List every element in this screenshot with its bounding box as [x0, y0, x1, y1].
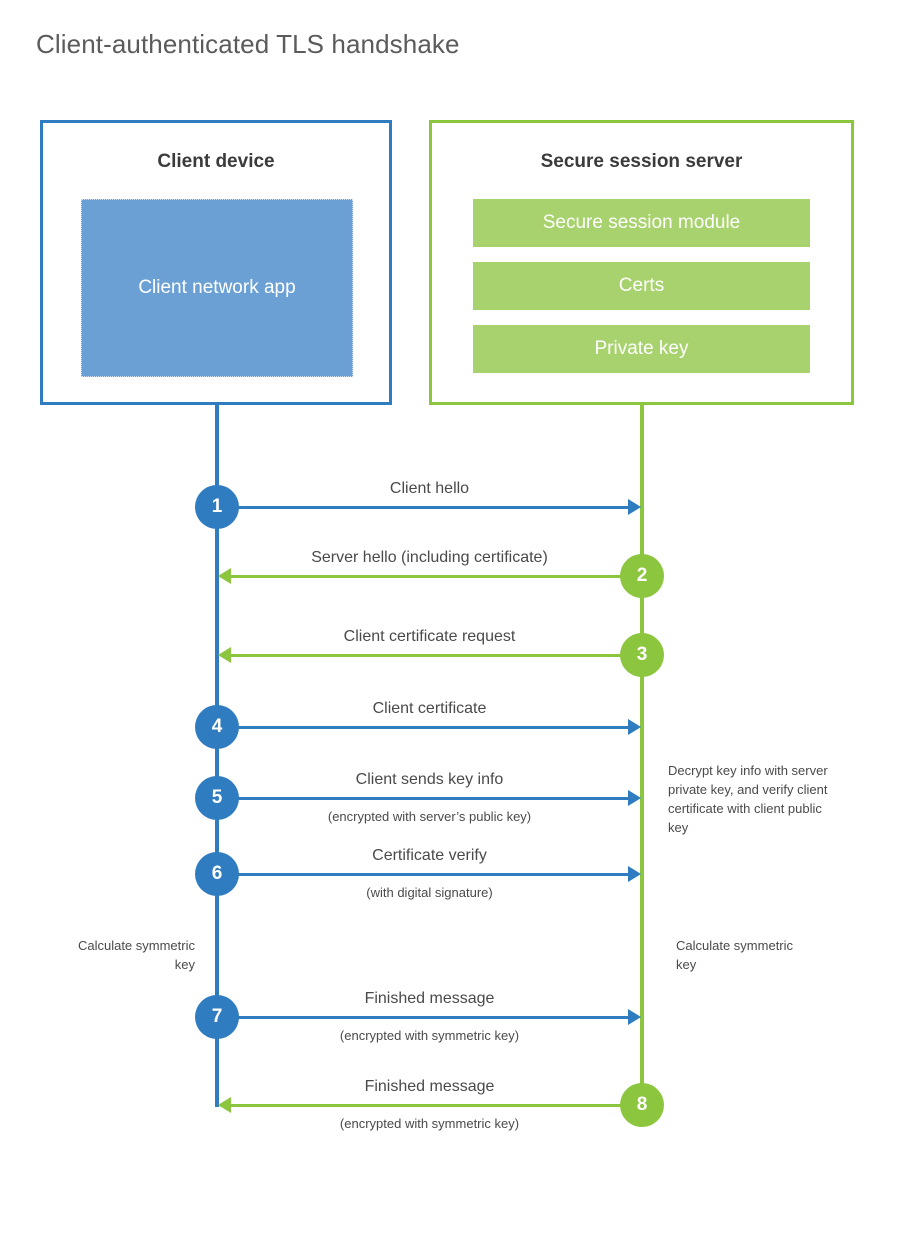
step-5-sublabel: (encrypted with server’s public key) — [327, 809, 532, 824]
step-7-arrow-head-icon — [628, 1009, 641, 1025]
step-7-number-badge[interactable]: 7 — [195, 995, 239, 1039]
step-7-sublabel: (encrypted with symmetric key) — [339, 1028, 520, 1043]
secure-session-server-title: Secure session server — [540, 151, 743, 172]
step-2-arrow-head-icon — [218, 568, 231, 584]
step-8-label: Finished message — [364, 1078, 495, 1095]
page-title: Client-authenticated TLS handshake — [36, 29, 460, 59]
step-5-number-badge[interactable]: 5 — [195, 776, 239, 820]
client-lifeline — [215, 405, 219, 1107]
server-module-certs: Certs — [473, 262, 810, 310]
step-7-arrow-line — [221, 1016, 638, 1019]
step-2-arrow-line — [221, 575, 638, 578]
server-module-secure-session-module: Secure session module — [473, 199, 810, 247]
step-5-arrow-line — [221, 797, 638, 800]
step-1-number-badge[interactable]: 1 — [195, 485, 239, 529]
step-1-label: Client hello — [389, 480, 470, 497]
step-6-label: Certificate verify — [372, 847, 487, 864]
step-6-arrow-line — [221, 873, 638, 876]
step-7-label: Finished message — [364, 990, 495, 1007]
step-8-sublabel: (encrypted with symmetric key) — [339, 1116, 520, 1131]
step-2-number-badge[interactable]: 2 — [620, 554, 664, 598]
step-8-arrow-head-icon — [218, 1097, 231, 1113]
step-3-arrow-line — [221, 654, 638, 657]
step-4-label: Client certificate — [372, 700, 487, 717]
step-4-arrow-head-icon — [628, 719, 641, 735]
step-3-number-badge[interactable]: 3 — [620, 633, 664, 677]
step-4-arrow-line — [221, 726, 638, 729]
client-device-title: Client device — [157, 151, 275, 172]
step-3-arrow-head-icon — [218, 647, 231, 663]
step-2-label: Server hello (including certificate) — [311, 549, 548, 566]
step-8-arrow-line — [221, 1104, 638, 1107]
step-5-label: Client sends key info — [355, 771, 504, 788]
server-module-private-key: Private key — [473, 325, 810, 373]
client-network-app-block: Client network app — [81, 199, 353, 377]
step-4-number-badge[interactable]: 4 — [195, 705, 239, 749]
step-8-number-badge[interactable]: 8 — [620, 1083, 664, 1127]
secure-session-server-box: Secure session server Secure session mod… — [429, 120, 854, 405]
client-device-box: Client device Client network app — [40, 120, 392, 405]
client-calculate-symmetric-key-note: Calculate symmetric key — [77, 938, 195, 972]
server-lifeline — [640, 405, 644, 1105]
step-6-sublabel: (with digital signature) — [366, 885, 493, 900]
step-6-number-badge[interactable]: 6 — [195, 852, 239, 896]
server-decrypt-note: Decrypt key info with server private key… — [668, 763, 828, 835]
step-6-arrow-head-icon — [628, 866, 641, 882]
server-calculate-symmetric-key-note: Calculate symmetric key — [676, 938, 794, 972]
step-3-label: Client certificate request — [343, 628, 516, 645]
step-1-arrow-line — [221, 506, 638, 509]
step-1-arrow-head-icon — [628, 499, 641, 515]
step-5-arrow-head-icon — [628, 790, 641, 806]
